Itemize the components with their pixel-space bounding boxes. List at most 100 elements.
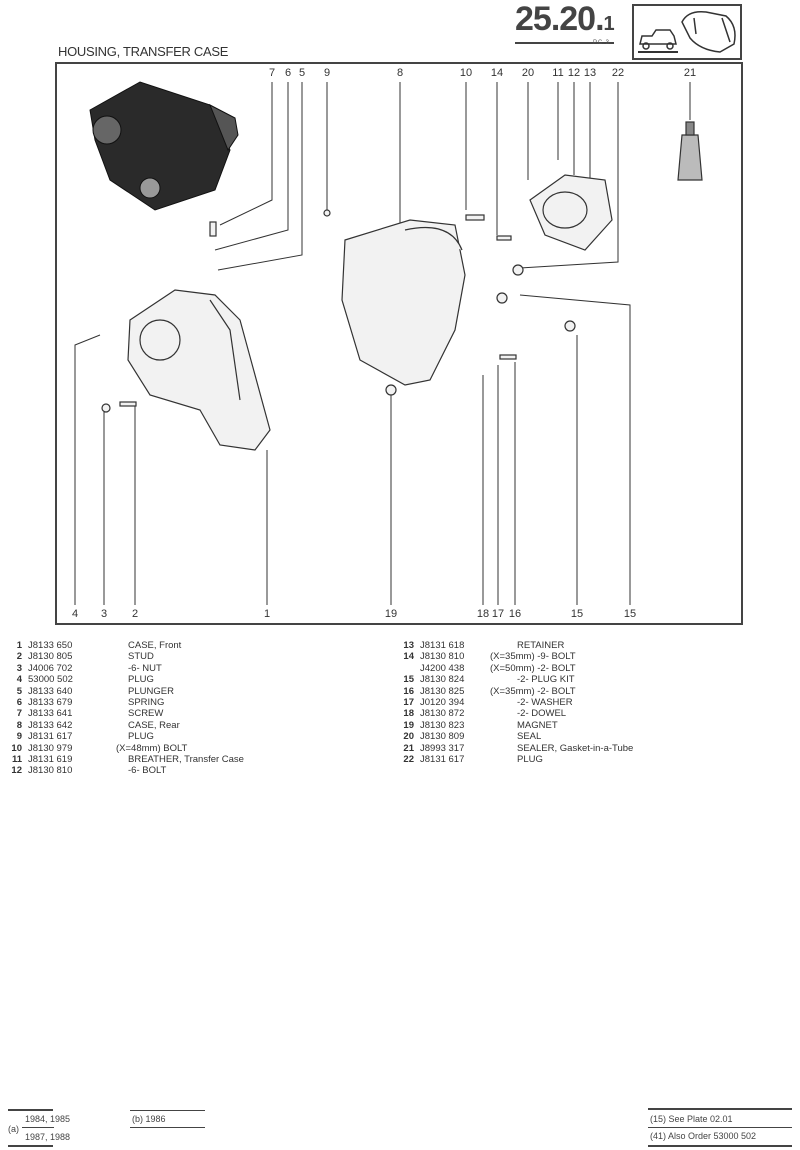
part-description: PLUG (128, 674, 154, 686)
exploded-diagram (55, 62, 743, 625)
part-description: PLUG (517, 754, 543, 765)
part-number: J8131 617 (420, 754, 465, 765)
part-number: J4200 438 (420, 662, 465, 674)
item-number: 19 (403, 719, 414, 731)
part-description: SEALER, Gasket-in-a-Tube (517, 742, 634, 754)
item-number: 18 (403, 708, 414, 720)
item-number: 1 (16, 640, 22, 651)
callout-14: 14 (490, 67, 504, 79)
part-description: SPRING (128, 697, 165, 708)
part-description: -2- DOWEL (517, 708, 567, 720)
part-description: -6- BOLT (128, 765, 167, 777)
part-number: J8133 641 (28, 708, 73, 720)
part-description: PLUG (128, 731, 154, 743)
item-number: 16 (403, 685, 414, 697)
callout-20: 20 (521, 67, 535, 79)
plate-number-sub: 1 (603, 13, 615, 35)
callout-19: 19 (384, 608, 398, 620)
item-number: 20 (403, 731, 414, 743)
part-number: J8130 825 (420, 685, 465, 697)
callout-22: 22 (611, 67, 625, 79)
part-description: -2- PLUG KIT (517, 674, 575, 686)
page-title: HOUSING, TRANSFER CASE (58, 44, 229, 59)
part-description: (X=48mm) BOLT (116, 742, 188, 754)
callout-6: 6 (284, 67, 292, 79)
part-number: 53000 502 (28, 674, 73, 686)
callout-17: 17 (491, 608, 505, 620)
divider (648, 1108, 792, 1110)
part-description: -6- NUT (128, 662, 162, 674)
part-number: J8131 619 (28, 754, 73, 765)
part-number: J8130 810 (28, 765, 73, 777)
part-description: BREATHER, Transfer Case (128, 754, 244, 765)
item-number: 12 (11, 765, 22, 777)
part-description: SEAL (517, 731, 542, 743)
item-number: 4 (16, 674, 22, 686)
part-description: RETAINER (517, 640, 565, 651)
callout-13: 13 (583, 67, 597, 79)
diagram-drawing (74, 81, 703, 605)
part-number: J4006 702 (28, 662, 73, 674)
item-number: 11 (11, 754, 22, 765)
divider (130, 1110, 205, 1111)
part-number: J8133 650 (28, 640, 73, 651)
divider (130, 1127, 205, 1128)
item-number: 17 (403, 697, 414, 708)
item-number: 5 (16, 685, 22, 697)
callout-15: 15 (570, 608, 584, 620)
callout-5: 5 (298, 67, 306, 79)
part-number: J8131 618 (420, 640, 465, 651)
callout-18: 18 (476, 608, 490, 620)
callout-9: 9 (323, 67, 331, 79)
item-number: 13 (403, 640, 414, 651)
item-number: 22 (403, 754, 414, 765)
footnote-a-bottom: 1987, 1988 (25, 1132, 71, 1142)
callout-10: 10 (459, 67, 473, 79)
callout-15b: 15 (623, 608, 637, 620)
callout-21: 21 (683, 67, 697, 79)
item-number: 6 (16, 697, 22, 708)
part-description: CASE, Rear (128, 719, 180, 731)
item-number: 2 (16, 651, 22, 663)
divider (648, 1145, 792, 1147)
footnote-b: (b) 1986 (132, 1114, 166, 1124)
part-number: J8130 823 (420, 719, 465, 731)
part-number: J8130 809 (420, 731, 465, 743)
part-description: SCREW (128, 708, 164, 720)
callout-12: 12 (567, 67, 581, 79)
part-number: J8130 810 (420, 651, 465, 663)
part-number: J8130 872 (420, 708, 465, 720)
divider (22, 1127, 54, 1128)
part-number: J8130 824 (420, 674, 465, 686)
callout-8: 8 (396, 67, 404, 79)
item-number: 14 (403, 651, 414, 663)
part-number: J8130 979 (28, 742, 73, 754)
divider (8, 1145, 53, 1147)
part-description: STUD (128, 651, 154, 663)
part-description: (X=50mm) -2- BOLT (490, 662, 576, 674)
callout-16: 16 (508, 608, 522, 620)
footnote-a-top: 1984, 1985 (25, 1114, 71, 1124)
item-number: 21 (403, 742, 414, 754)
plate-number: 25.20.1 (515, 0, 615, 44)
item-number: 9 (16, 731, 22, 743)
part-description: MAGNET (517, 719, 558, 731)
part-description: CASE, Front (128, 640, 182, 651)
callout-7: 7 (268, 67, 276, 79)
callout-2: 2 (131, 608, 139, 620)
part-number: J8133 679 (28, 697, 73, 708)
part-description: PLUNGER (128, 685, 174, 697)
callout-4: 4 (71, 608, 79, 620)
part-number: J8130 805 (28, 651, 73, 663)
item-number: 15 (403, 674, 414, 686)
part-number: J8993 317 (420, 742, 465, 754)
plate-number-main: 25.20. (515, 0, 605, 38)
callout-1: 1 (263, 608, 271, 620)
item-number: 7 (16, 708, 22, 720)
part-number: J0120 394 (420, 697, 465, 708)
footnote-plate-ref: (15) See Plate 02.01 (650, 1114, 733, 1124)
callout-3: 3 (100, 608, 108, 620)
footnote-a-label: (a) (8, 1124, 19, 1134)
part-number: J8131 617 (28, 731, 73, 743)
